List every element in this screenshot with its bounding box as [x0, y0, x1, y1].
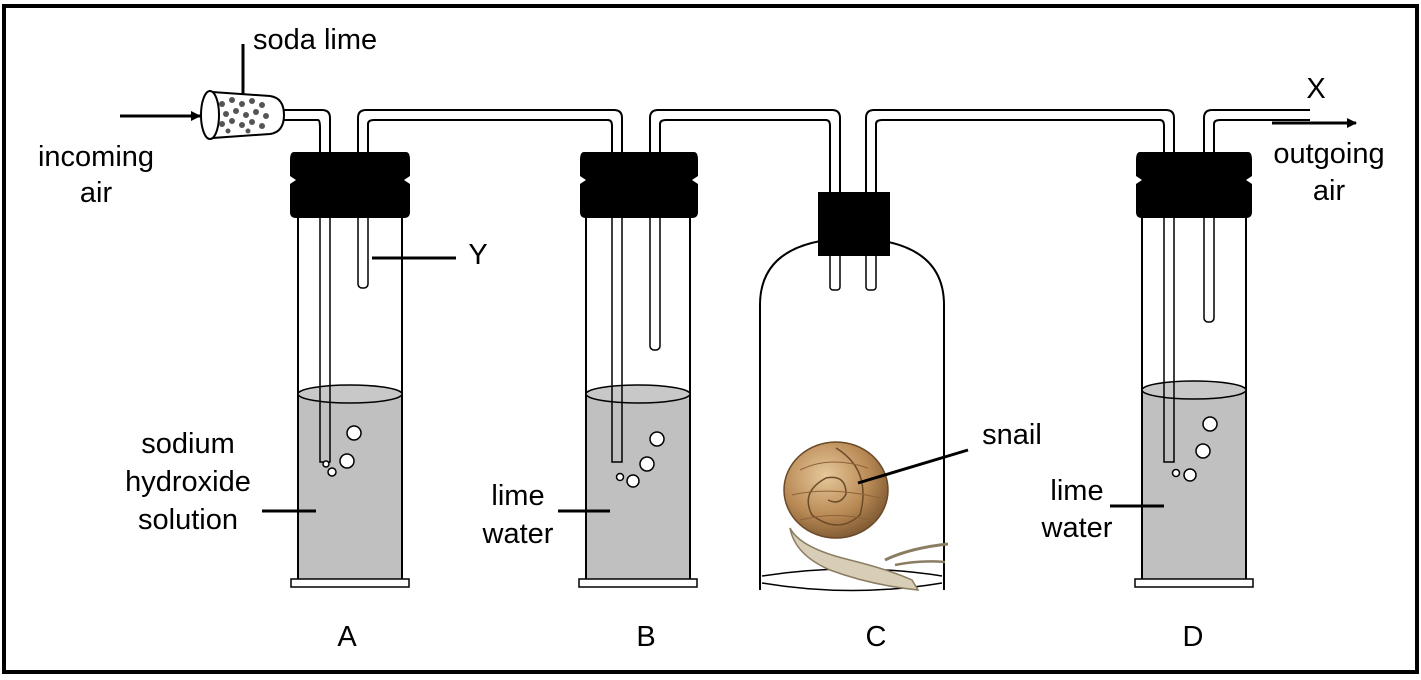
incoming-air-label-line1: incoming	[38, 141, 154, 173]
soda-lime-label: soda lime	[253, 24, 377, 56]
vessel-a-bubbles	[322, 425, 362, 477]
outgoing-air-label-line2: air	[1313, 175, 1346, 207]
vessel-a-liquid	[298, 394, 402, 584]
vessel-a-stopper	[290, 152, 410, 218]
vessel-d-stopper	[1136, 152, 1252, 218]
sodium-hydroxide-label-line3: solution	[138, 504, 238, 536]
outgoing-air-label-line1: outgoing	[1273, 138, 1384, 170]
vessel-d	[1134, 152, 1254, 588]
lime-water-d-label-line1: lime	[1050, 475, 1103, 507]
vessel-b	[578, 152, 698, 588]
vessel-d-bubbles	[1171, 416, 1218, 482]
vessel-b-label: B	[636, 621, 655, 653]
vessel-d-liquid	[1142, 390, 1246, 584]
incoming-air-label-line2: air	[80, 177, 113, 209]
leader-lines	[241, 44, 1164, 513]
snail-label: snail	[982, 419, 1042, 451]
vessel-a	[290, 152, 410, 588]
sodium-hydroxide-label-line2: hydroxide	[125, 466, 251, 498]
lime-water-b-label-line2: water	[482, 518, 554, 550]
lime-water-d-label-line2: water	[1041, 512, 1113, 544]
lime-water-b-label-line1: lime	[491, 480, 544, 512]
x-label: X	[1306, 73, 1325, 105]
vessel-b-stopper	[580, 152, 698, 218]
vessel-d-label: D	[1183, 621, 1204, 653]
soda-lime-tube	[200, 90, 286, 140]
y-label: Y	[468, 239, 487, 271]
sodium-hydroxide-label-line1: sodium	[141, 428, 235, 460]
vessel-c-label: C	[866, 621, 887, 653]
connecting-tubes	[278, 109, 1310, 196]
diagram-border	[2, 4, 1419, 674]
soda-lime-granules	[219, 97, 269, 134]
vessel-c	[759, 192, 949, 592]
vessel-b-bubbles	[615, 431, 665, 488]
vessel-b-liquid	[586, 394, 690, 584]
vessel-c-stopper	[818, 192, 890, 256]
vessel-a-label: A	[337, 621, 357, 653]
snail-image	[783, 441, 949, 591]
